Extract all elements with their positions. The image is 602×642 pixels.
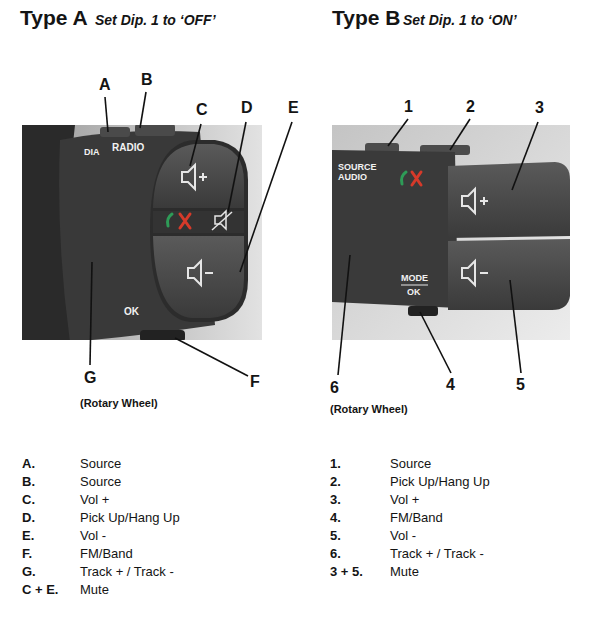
callout-letter: C xyxy=(196,101,208,119)
key-function: Pick Up/Hang Up xyxy=(80,511,180,526)
dip-setting: Set Dip. 1 to ‘OFF’ xyxy=(95,12,216,28)
key-number: 5. xyxy=(330,529,341,544)
key-letter: B. xyxy=(22,475,35,490)
callout-letter: B xyxy=(141,71,153,89)
callout-letter: G xyxy=(84,369,96,387)
panel-print: OK xyxy=(407,287,421,297)
panel-print: DIA xyxy=(84,147,100,157)
key-function: Vol - xyxy=(390,529,416,544)
photo-type-b xyxy=(332,125,570,340)
key-letter: E. xyxy=(22,529,34,544)
callout-number: 2 xyxy=(466,98,475,116)
callout-number: 5 xyxy=(516,376,525,394)
heading: Type A xyxy=(20,6,88,30)
key-function: Mute xyxy=(80,583,109,598)
key-function: Track + / Track - xyxy=(390,547,484,562)
key-letter: C. xyxy=(22,493,35,508)
key-number: 1. xyxy=(330,457,341,472)
callout-letter: A xyxy=(99,76,111,94)
panel-print: OK xyxy=(124,306,139,318)
callout-number: 3 xyxy=(535,99,544,117)
leader-lines xyxy=(90,92,538,376)
callout-letter: F xyxy=(250,373,260,391)
panel-print: MODE xyxy=(401,273,428,283)
key-function: Source xyxy=(80,457,121,472)
key-function: Source xyxy=(80,475,121,490)
key-number: 4. xyxy=(330,511,341,526)
callout-letter: D xyxy=(241,99,253,117)
note: (Rotary Wheel) xyxy=(330,403,408,416)
key-letter: G. xyxy=(22,565,36,580)
key-function: Source xyxy=(390,457,431,472)
key-number: 6. xyxy=(330,547,341,562)
heading: Type B xyxy=(332,6,400,30)
key-number: 2. xyxy=(330,475,341,490)
note: (Rotary Wheel) xyxy=(80,397,158,410)
key-letter: C + E. xyxy=(22,583,59,598)
key-function: FM/Band xyxy=(390,511,443,526)
panel-print: RADIO xyxy=(112,142,144,154)
key-letter: F. xyxy=(22,547,32,562)
photo-type-a xyxy=(22,125,262,340)
key-function: Mute xyxy=(390,565,419,580)
key-letter: D. xyxy=(22,511,35,526)
key-function: Vol + xyxy=(390,493,419,508)
key-number: 3. xyxy=(330,493,341,508)
panel-print: SOURCE AUDIO xyxy=(338,163,382,183)
callout-number: 4 xyxy=(446,376,455,394)
key-function: Vol - xyxy=(80,529,106,544)
key-function: Pick Up/Hang Up xyxy=(390,475,490,490)
key-number: 3 + 5. xyxy=(330,565,363,580)
callout-number: 6 xyxy=(330,379,339,397)
key-function: Track + / Track - xyxy=(80,565,174,580)
dip-setting: Set Dip. 1 to ‘ON’ xyxy=(403,12,517,28)
key-letter: A. xyxy=(22,457,35,472)
callout-number: 1 xyxy=(404,98,413,116)
key-function: FM/Band xyxy=(80,547,133,562)
key-function: Vol + xyxy=(80,493,109,508)
callout-letter: E xyxy=(288,99,299,117)
